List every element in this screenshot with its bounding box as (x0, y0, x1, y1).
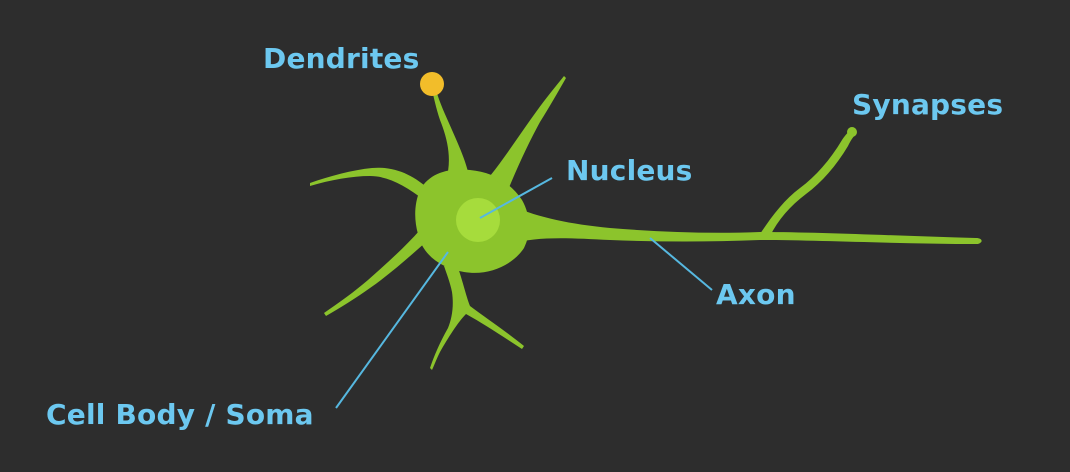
axon-shape (512, 206, 982, 244)
synapse-branch (760, 130, 856, 236)
dendrite-tip-dot (420, 72, 444, 96)
cell-body-leader-line (335, 251, 449, 409)
dendrite-top (432, 90, 470, 182)
dendrite-bottom (430, 262, 524, 370)
synapses-label: Synapses (852, 88, 1003, 121)
leader-lines (335, 177, 713, 409)
axon-leader-line (649, 237, 713, 291)
dendrites-label: Dendrites (263, 42, 419, 75)
dendrite-left (310, 167, 430, 200)
dendrite-upper-right (490, 76, 566, 190)
axon-label: Axon (716, 278, 796, 311)
nucleus-leader-line (479, 177, 553, 219)
nucleus-shape (456, 198, 500, 242)
dendrite-lower-left (324, 230, 426, 316)
nucleus-label: Nucleus (566, 154, 693, 187)
neuron (310, 76, 982, 370)
synapse-terminal (847, 127, 857, 137)
cell-body-label: Cell Body / Soma (46, 398, 314, 431)
